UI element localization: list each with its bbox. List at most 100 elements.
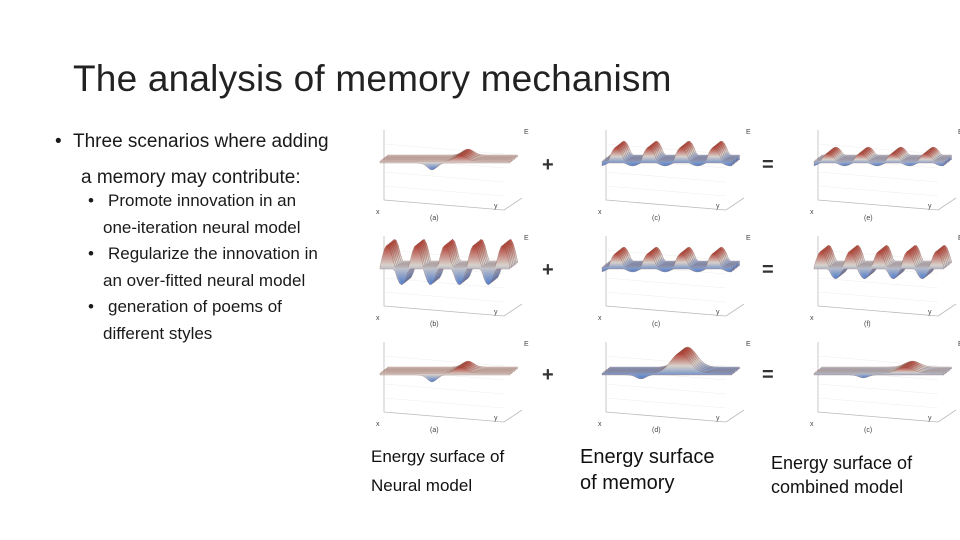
- energy-surface-icon: Ex y (d): [598, 341, 751, 434]
- grid-line: [605, 291, 727, 303]
- grid-line: [383, 171, 505, 183]
- axis-frame: [725, 197, 745, 211]
- grid-line: [605, 397, 727, 409]
- grid-line: [605, 171, 727, 183]
- axis-label-e: E: [958, 341, 960, 348]
- bullet-dot: •: [88, 244, 94, 263]
- grid-line: [605, 383, 727, 395]
- sub-bullet: • Promote innovation in an one-iteration…: [88, 188, 358, 241]
- axis-frame: [503, 303, 523, 317]
- energy-surface-icon: Exy(a): [376, 129, 529, 222]
- axis-label-e: E: [746, 235, 751, 242]
- main-bullet-line1: Three scenarios where adding: [73, 131, 329, 152]
- caption-neural: Energy surface of Neural model: [371, 442, 504, 500]
- axis-label-y: y: [494, 203, 498, 210]
- energy-plot-combined-r1: Exy(e): [806, 122, 960, 227]
- axis-label-y: y: [928, 203, 932, 210]
- caption-combined-line2: combined model: [771, 477, 904, 497]
- sub-bullet-line1: Regularize the innovation in: [108, 244, 318, 263]
- surface-layer: [813, 152, 945, 167]
- sub-bullet-list: • Promote innovation in an one-iteration…: [88, 188, 358, 347]
- surface-layer: [379, 244, 511, 286]
- grid-line: [605, 355, 727, 367]
- axis-frame: [503, 409, 523, 423]
- axis-label-x: x: [376, 421, 380, 428]
- bullet-dot: •: [55, 131, 62, 152]
- surface-layer: [379, 366, 511, 383]
- caption-neural-line1: Energy surface of: [371, 447, 505, 466]
- axis-frame: [725, 303, 745, 317]
- energy-surface-icon: Exy(a): [376, 341, 529, 434]
- axis-label-y: y: [928, 415, 932, 422]
- axis-label-e: E: [524, 235, 529, 242]
- axis-label-x: x: [598, 315, 602, 322]
- equals-operator: =: [762, 154, 774, 176]
- grid-line: [383, 383, 505, 395]
- surface-layer: [601, 147, 733, 167]
- energy-surface-icon: Exy(b): [376, 235, 529, 328]
- grid-line: [605, 185, 727, 197]
- bullet-dot: •: [88, 191, 94, 210]
- axis-label-x: x: [598, 421, 602, 428]
- grid-line: [817, 383, 939, 395]
- caption-memory-line1: Energy surface: [580, 446, 715, 468]
- axis-label-x: x: [376, 209, 380, 216]
- equals-operator: =: [762, 364, 774, 386]
- grid-line: [383, 185, 505, 197]
- grid-line: [817, 143, 939, 155]
- axis-label-e: E: [746, 129, 751, 136]
- plus-operator: +: [542, 154, 554, 176]
- sub-bullet: • Regularize the innovation in an over-f…: [88, 241, 358, 294]
- bullet-dot: •: [88, 297, 94, 316]
- panel-label: (d): [652, 427, 661, 434]
- caption-memory: Energy surface of memory: [580, 444, 715, 496]
- axis-label-x: x: [810, 315, 814, 322]
- axis-frame: [817, 130, 939, 211]
- axis-label-y: y: [716, 415, 720, 422]
- slide-title: The analysis of memory mechanism: [73, 58, 672, 99]
- grid-line: [817, 397, 939, 409]
- axis-label-e: E: [524, 341, 529, 348]
- grid-line: [383, 397, 505, 409]
- main-bullet: • Three scenarios where adding a memory …: [55, 124, 375, 196]
- energy-plot-combined-r3: Exy(c): [806, 334, 960, 439]
- panel-label: (c): [652, 215, 660, 222]
- grid-line: [383, 143, 505, 155]
- equals-operator: =: [762, 259, 774, 281]
- panel-label: (b): [430, 321, 439, 328]
- caption-combined: Energy surface of combined model: [771, 451, 912, 499]
- surface-layer: [379, 154, 511, 171]
- grid-line: [817, 291, 939, 303]
- sub-bullet-line1: generation of poems of: [108, 297, 282, 316]
- panel-label: (e): [864, 215, 873, 222]
- caption-memory-line2: of memory: [580, 472, 675, 494]
- axis-frame: [503, 197, 523, 211]
- panel-label: (a): [430, 215, 439, 222]
- panel-label: (f): [864, 321, 871, 328]
- grid-line: [383, 355, 505, 367]
- axis-frame: [817, 342, 939, 423]
- main-bullet-line2: a memory may contribute:: [81, 167, 301, 188]
- sub-bullet-line2: different styles: [103, 323, 213, 343]
- panel-label: (a): [430, 427, 439, 434]
- axis-label-x: x: [810, 209, 814, 216]
- axis-frame: [937, 303, 957, 317]
- axis-label-y: y: [928, 309, 932, 316]
- axis-frame: [605, 342, 727, 423]
- axis-label-y: y: [494, 309, 498, 316]
- axis-frame: [383, 342, 505, 423]
- sub-bullet-line2: an over-fitted neural model: [103, 270, 306, 290]
- energy-surface-icon: Exy(c): [598, 129, 751, 222]
- sub-bullet: • generation of poems of different style…: [88, 294, 358, 347]
- grid-line: [817, 171, 939, 183]
- grid-line: [817, 185, 939, 197]
- axis-label-e: E: [746, 341, 751, 348]
- grid-line: [817, 277, 939, 289]
- axis-frame: [725, 409, 745, 423]
- grid-line: [605, 277, 727, 289]
- panel-label: (c): [652, 321, 660, 328]
